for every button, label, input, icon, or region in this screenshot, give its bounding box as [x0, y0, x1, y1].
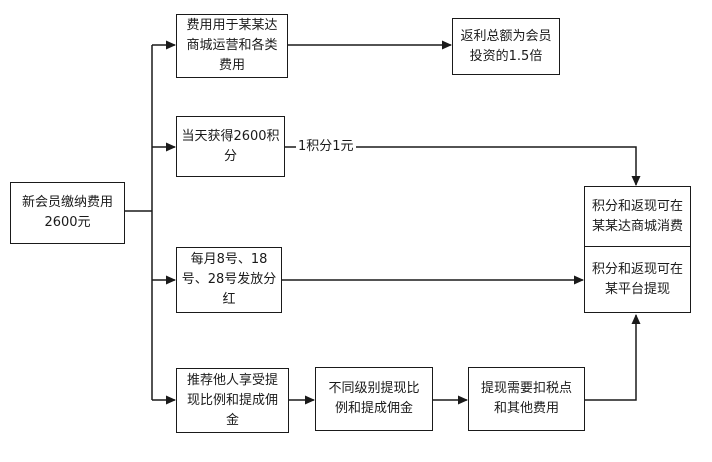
node-rebate-total: 返利总额为会员 投资的1.5倍 — [452, 18, 560, 75]
node-withdraw-platform: 积分和返现可在 某平台提现 — [584, 246, 691, 313]
node-new-member: 新会员缴纳费用 2600元 — [10, 182, 125, 244]
node-spend-mall: 积分和返现可在 某某达商城消费 — [584, 186, 691, 247]
node-dividend: 每月8号、18 号、28号发放分 红 — [176, 247, 282, 313]
arrow-points-to-spend-mall — [285, 146, 641, 186]
node-levels: 不同级别提现比 例和提成佣金 — [315, 367, 433, 431]
node-fee-usage: 费用用于某某达 商城运营和各类 费用 — [176, 14, 288, 78]
points-rate-label: 1积分1元 — [296, 139, 356, 155]
node-referral: 推荐他人享受提 现比例和提成佣 金 — [176, 368, 289, 433]
arrow-fees-to-withdraw-platform — [585, 314, 641, 401]
node-withdraw-fees: 提现需要扣税点 和其他费用 — [468, 367, 585, 431]
node-daily-points: 当天获得2600积 分 — [176, 116, 285, 177]
